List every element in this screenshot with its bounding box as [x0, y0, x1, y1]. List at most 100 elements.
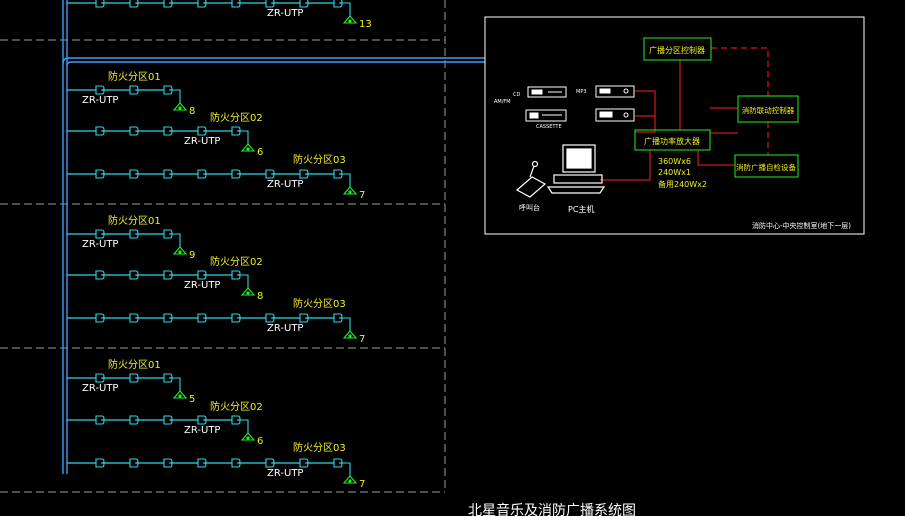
junction-box: [231, 458, 241, 468]
speaker-dot: [178, 394, 182, 398]
cable-label: ZR-UTP: [267, 179, 303, 190]
junction-box: [163, 313, 173, 323]
junction-box: [231, 270, 241, 280]
cable-label: ZR-UTP: [184, 136, 220, 147]
zone-name: 防火分区03: [293, 441, 346, 454]
junction-box: [129, 415, 139, 425]
speaker-count: 7: [359, 190, 365, 201]
tuner-icon: [595, 85, 635, 98]
speaker-icon: [172, 102, 188, 111]
junction-box: [163, 229, 173, 239]
zone-name: 防火分区03: [293, 153, 346, 166]
cassette-label: CASSETTE: [536, 124, 562, 130]
junction-box: [197, 313, 207, 323]
junction-box: [299, 313, 309, 323]
junction-box: [163, 85, 173, 95]
speaker-icon: [342, 15, 358, 24]
speaker-drop: [342, 462, 351, 477]
junction-box: [299, 169, 309, 179]
junction-box: [197, 0, 207, 8]
junction-box: [95, 169, 105, 179]
junction-box: [265, 169, 275, 179]
junction-box: [129, 313, 139, 323]
junction-box: [333, 169, 343, 179]
junction-box: [129, 126, 139, 136]
speaker-count: 13: [359, 19, 372, 30]
junction-box: [231, 415, 241, 425]
cable-label: ZR-UTP: [184, 280, 220, 291]
junction-box: [129, 270, 139, 280]
speaker-icon: [172, 246, 188, 255]
mp3-label: MP3: [576, 89, 587, 95]
junction-box: [265, 313, 275, 323]
speaker-dot: [178, 250, 182, 254]
junction-box: [129, 373, 139, 383]
junction-box: [95, 229, 105, 239]
junction-box: [333, 0, 343, 8]
junction-box: [163, 169, 173, 179]
speaker-drop: [172, 377, 181, 392]
speaker-icon: [342, 330, 358, 339]
speaker-drop: [240, 419, 249, 434]
junction-box: [299, 458, 309, 468]
amp-spec-1: 360Wx6: [658, 157, 691, 166]
tuner-label: AM/FM: [494, 99, 511, 105]
pc-label: PC主机: [568, 204, 594, 214]
junction-box: [129, 229, 139, 239]
emergency-device-box: [734, 154, 799, 178]
junction-box: [95, 126, 105, 136]
speaker-drop: [342, 317, 351, 332]
junction-box: [333, 313, 343, 323]
zone-name: 防火分区02: [210, 111, 263, 124]
junction-box: [231, 169, 241, 179]
junction-box: [231, 126, 241, 136]
fire-linkage-box: [737, 95, 799, 123]
control-room-label: 消防中心-中央控制室(地下一层): [752, 221, 851, 230]
junction-box: [129, 458, 139, 468]
junction-box: [163, 373, 173, 383]
speaker-icon: [240, 143, 256, 152]
speaker-count: 7: [359, 479, 365, 490]
cable-label: ZR-UTP: [82, 239, 118, 250]
cassette-deck-icon: [525, 109, 567, 122]
zone-name: 防火分区02: [210, 255, 263, 268]
control-room-frame: [484, 16, 865, 235]
junction-box: [265, 458, 275, 468]
junction-box: [95, 85, 105, 95]
control-room: 广播分区控制器 广播功率放大器 360Wx6 240Wx1 备用240Wx2 消…: [484, 16, 865, 235]
pc-host-icon: [546, 144, 606, 194]
junction-box: [163, 270, 173, 280]
zone-name: 防火分区01: [108, 214, 161, 227]
speaker-drop: [172, 233, 181, 248]
speaker-count: 5: [189, 394, 195, 405]
speaker-icon: [342, 186, 358, 195]
cable-label: ZR-UTP: [267, 468, 303, 479]
speaker-drop: [172, 89, 181, 104]
junction-box: [299, 0, 309, 8]
cable-label: ZR-UTP: [184, 425, 220, 436]
drawing-title: 北星音乐及消防广播系统图: [468, 502, 636, 516]
speaker-icon: [240, 432, 256, 441]
floor-branches: 13ZR-UTP8ZR-UTP防火分区016ZR-UTP防火分区027ZR-UT…: [67, 0, 372, 490]
junction-box: [265, 0, 275, 8]
amp-spec-3: 备用240Wx2: [658, 179, 707, 189]
speaker-drop: [342, 173, 351, 188]
speaker-icon: [172, 390, 188, 399]
cd-label: CD: [513, 92, 520, 98]
speaker-drop: [240, 274, 249, 289]
junction-box: [95, 415, 105, 425]
junction-box: [129, 85, 139, 95]
junction-box: [163, 458, 173, 468]
junction-box: [197, 270, 207, 280]
